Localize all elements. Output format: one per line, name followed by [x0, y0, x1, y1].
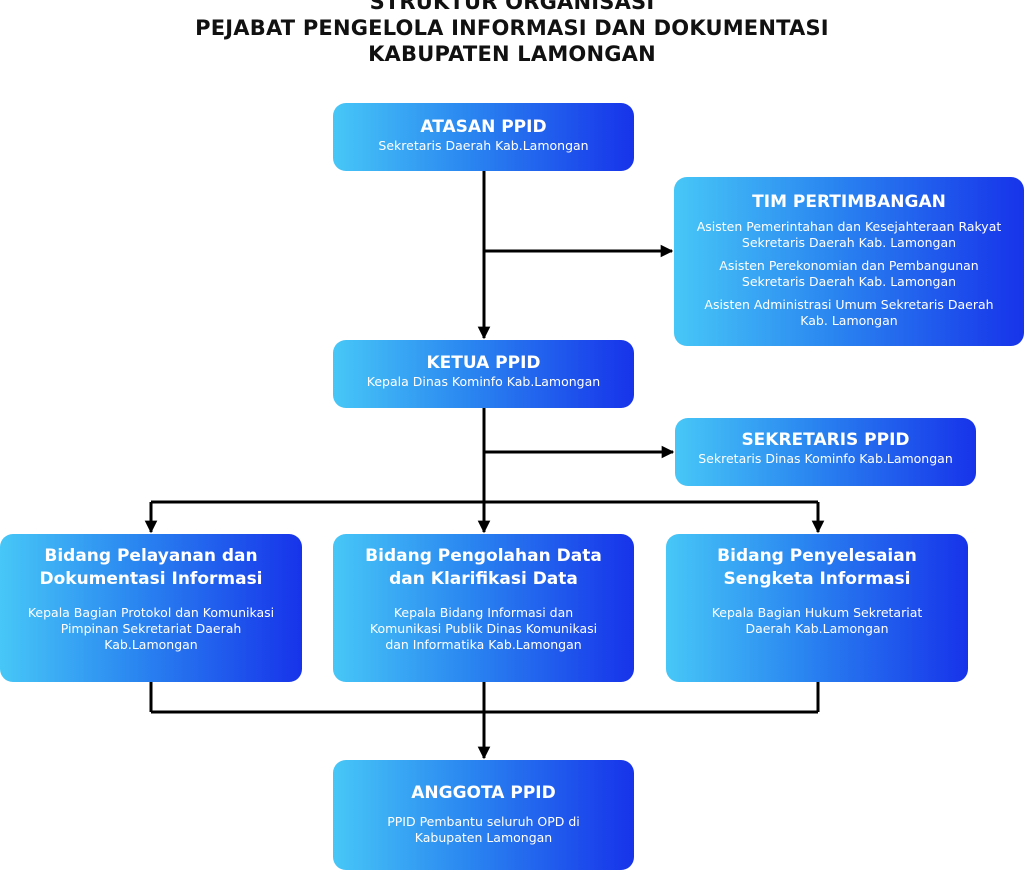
bidang-pengolahan-heading-line-2: dan Klarifikasi Data	[389, 569, 578, 589]
bidang-pengolahan-box: Bidang Pengolahan Data dan Klarifikasi D…	[333, 534, 634, 682]
title-line-1: STRUKTUR ORGANISASI	[369, 0, 655, 14]
bidang-penyelesaian-box: Bidang Penyelesaian Sengketa Informasi K…	[666, 534, 968, 682]
bidang-pengolahan-heading-line-1: Bidang Pengolahan Data	[365, 546, 602, 566]
ketua-subtitle: Kepala Dinas Kominfo Kab.Lamongan	[366, 374, 601, 389]
bidang-pelayanan-sub-line-1: Kepala Bagian Protokol dan Komunikasi	[27, 605, 275, 620]
tim-member-1-line-2: Sekretaris Daerah Kab. Lamongan	[741, 235, 957, 250]
sekretaris-ppid-box: SEKRETARIS PPID Sekretaris Dinas Kominfo…	[675, 418, 976, 486]
tim-pertimbangan-box: TIM PERTIMBANGAN Asisten Pemerintahan da…	[674, 177, 1024, 346]
anggota-ppid-box: ANGGOTA PPID PPID Pembantu seluruh OPD d…	[333, 760, 634, 870]
bidang-pelayanan-sub-line-2: Pimpinan Sekretariat Daerah	[60, 621, 242, 636]
bidang-penyelesaian-sub-line-1: Kepala Bagian Hukum Sekretariat	[711, 605, 923, 620]
anggota-sub-line-2: Kabupaten Lamongan	[414, 830, 553, 845]
ketua-heading: KETUA PPID	[426, 353, 541, 373]
atasan-subtitle: Sekretaris Daerah Kab.Lamongan	[378, 138, 589, 153]
tim-member-3-line-1: Asisten Administrasi Umum Sekretaris Dae…	[704, 297, 994, 312]
tim-member-3-line-2: Kab. Lamongan	[800, 313, 898, 328]
sekretaris-heading: SEKRETARIS PPID	[741, 430, 910, 450]
tim-heading: TIM PERTIMBANGAN	[752, 192, 946, 212]
page-title: STRUKTUR ORGANISASI PEJABAT PENGELOLA IN…	[0, 0, 1024, 67]
bidang-pelayanan-box: Bidang Pelayanan dan Dokumentasi Informa…	[0, 534, 302, 682]
title-line-3: KABUPATEN LAMONGAN	[368, 42, 656, 66]
atasan-ppid-box: ATASAN PPID Sekretaris Daerah Kab.Lamong…	[333, 103, 634, 171]
tim-member-1-line-1: Asisten Pemerintahan dan Kesejahteraan R…	[696, 219, 1002, 234]
bidang-pengolahan-sub-line-1: Kepala Bidang Informasi dan	[393, 605, 574, 620]
bidang-penyelesaian-sub-line-2: Daerah Kab.Lamongan	[745, 621, 889, 636]
anggota-sub-line-1: PPID Pembantu seluruh OPD di	[387, 814, 580, 829]
title-line-2: PEJABAT PENGELOLA INFORMASI DAN DOKUMENT…	[195, 16, 829, 40]
bidang-penyelesaian-heading: Bidang Penyelesaian Sengketa Informasi	[666, 545, 968, 591]
atasan-heading: ATASAN PPID	[420, 117, 547, 137]
anggota-heading: ANGGOTA PPID	[411, 783, 556, 803]
sekretaris-subtitle: Sekretaris Dinas Kominfo Kab.Lamongan	[698, 451, 953, 466]
bidang-pengolahan-sub-line-2: Komunikasi Publik Dinas Komunikasi	[369, 621, 598, 636]
bidang-pelayanan-heading: Bidang Pelayanan dan Dokumentasi Informa…	[0, 545, 302, 591]
bidang-pelayanan-heading-line-2: Dokumentasi Informasi	[39, 569, 263, 589]
bidang-penyelesaian-heading-line-1: Bidang Penyelesaian	[717, 546, 917, 566]
bidang-pengolahan-sub-line-3: dan Informatika Kab.Lamongan	[385, 637, 582, 652]
bidang-pelayanan-heading-line-1: Bidang Pelayanan dan	[44, 546, 258, 566]
bidang-pelayanan-sub-line-3: Kab.Lamongan	[104, 637, 198, 652]
bidang-penyelesaian-heading-line-2: Sengketa Informasi	[723, 569, 911, 589]
bidang-pengolahan-heading: Bidang Pengolahan Data dan Klarifikasi D…	[333, 545, 634, 591]
tim-member-2-line-2: Sekretaris Daerah Kab. Lamongan	[741, 274, 957, 289]
tim-member-2-line-1: Asisten Perekonomian dan Pembangunan	[719, 258, 979, 273]
ketua-ppid-box: KETUA PPID Kepala Dinas Kominfo Kab.Lamo…	[333, 340, 634, 408]
